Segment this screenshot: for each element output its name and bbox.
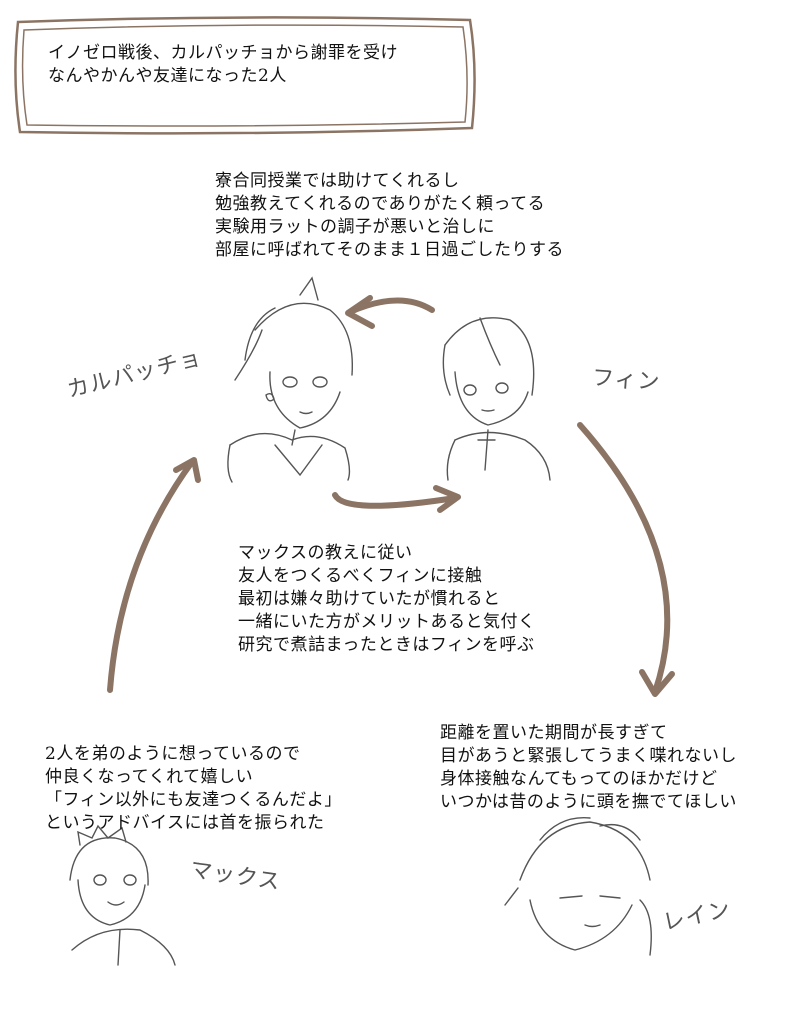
name-finn: フィン xyxy=(591,365,662,396)
title-frame xyxy=(14,16,476,135)
title-frame-inner xyxy=(21,24,468,127)
finn-sketch xyxy=(442,317,551,481)
note-rayne: 距離を置いた期間が長すぎて 目があうと緊張してうまく喋れないし 身体接触なんても… xyxy=(440,723,737,812)
arrow-head-max-to-carpaccio xyxy=(173,457,201,483)
arrow-carpaccio-to-finn xyxy=(332,492,458,509)
arrow-head-finn-to-rayne xyxy=(639,669,675,697)
max-sketch xyxy=(69,824,176,966)
note-carpaccio-to-finn: マックスの教えに従い 友人をつくるべくフィンに接触 最初は嫌々助けていたが慣れる… xyxy=(238,543,536,655)
arrow-head-carpaccio-to-finn xyxy=(433,485,461,513)
title-text: イノゼロ戦後、カルパッチョから謝罪を受け なんやかんや友達になった2人 xyxy=(48,43,398,86)
note-max: 2人を弟のように想っているので 仲良くなってくれて嬉しい 「フィン以外にも友達つ… xyxy=(45,744,342,833)
rayne-sketch xyxy=(504,816,652,956)
arrow-max-to-carpaccio xyxy=(107,459,195,693)
arrow-head-finn-to-carpaccio xyxy=(345,295,375,329)
carpaccio-sketch xyxy=(227,276,354,483)
note-finn-to-carpaccio: 寮合同授業では助けてくれるし 勉強教えてくれるのでありがたく頼ってる 実験用ラッ… xyxy=(215,171,564,260)
arrow-finn-to-rayne xyxy=(577,422,671,695)
